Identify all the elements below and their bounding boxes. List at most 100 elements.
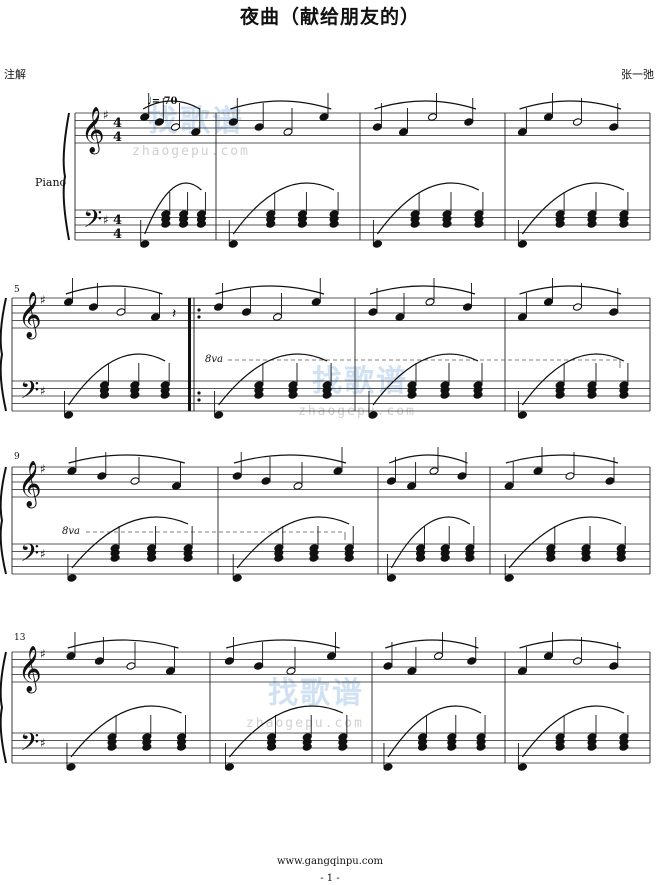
melody-note (609, 308, 619, 316)
chord-note (410, 220, 420, 228)
slur (67, 639, 179, 649)
melody-note (467, 657, 477, 665)
chord-note (178, 220, 189, 228)
composer-name: 张一弛 (621, 68, 654, 81)
slur (374, 100, 477, 110)
melody-note (543, 652, 554, 660)
slur (142, 100, 201, 110)
chord-note (546, 554, 556, 562)
melody-note (319, 113, 329, 121)
ottava-mark-2: 8va (62, 526, 80, 537)
key-sharp: ♯ (103, 213, 109, 227)
chord-note (442, 220, 452, 228)
melody-note (66, 652, 76, 660)
treble-clef: 𝄞 (18, 292, 42, 340)
bass-clef: 𝄢 (83, 205, 102, 240)
watermark-site-2: zhaogepu.com (298, 404, 416, 419)
melody-note (253, 662, 264, 670)
chord-note (266, 220, 276, 228)
chord-note (196, 220, 207, 228)
slur (505, 454, 619, 464)
page-number: - 1 - (320, 873, 340, 884)
slur (236, 516, 350, 569)
slur (385, 639, 479, 649)
bass-note (372, 240, 383, 248)
melody-note (213, 303, 224, 311)
chord-note (329, 220, 339, 228)
slur (68, 454, 185, 464)
bass-note (224, 763, 235, 771)
bass-clef: 𝄢 (20, 539, 39, 574)
bass-note (368, 411, 378, 419)
treble-clef: 𝄞 (81, 107, 105, 155)
chord-note (587, 220, 597, 228)
bass-note (232, 574, 242, 582)
left-annotation: 注解 (4, 68, 26, 81)
chord-note (344, 554, 354, 562)
melody-note (386, 477, 397, 485)
time-sig-num: 4 (113, 116, 122, 131)
chord-note (587, 743, 597, 751)
melody-note (462, 303, 473, 311)
grand-staff-brace (0, 297, 7, 412)
melody-note (504, 482, 514, 490)
grand-staff-brace (62, 112, 70, 241)
key-sharp: ♯ (40, 293, 46, 307)
slur (68, 353, 166, 406)
melody-note (605, 477, 615, 485)
bass-clef: 𝄢 (20, 728, 39, 763)
treble-clef: 𝄞 (18, 461, 42, 509)
melody-note (130, 477, 140, 485)
treble-clef: 𝄞 (18, 646, 42, 694)
slur (232, 182, 335, 235)
slur (369, 285, 476, 295)
melody-note (464, 118, 474, 126)
melody-note (326, 652, 337, 660)
chord-note (587, 391, 597, 399)
quarter-rest: 𝄽 (172, 306, 176, 322)
chord-note (616, 554, 626, 562)
melody-note (609, 123, 619, 131)
grand-staff-brace (0, 651, 7, 764)
bass-note (504, 574, 514, 582)
melody-note (126, 662, 136, 670)
melody-note (565, 472, 575, 480)
melody-note (429, 467, 439, 475)
melody-note (150, 313, 161, 321)
melody-note (427, 113, 438, 121)
melody-note (286, 667, 296, 675)
time-sig-num: 4 (113, 213, 122, 228)
repeat-dot (197, 315, 201, 319)
slur (519, 285, 622, 295)
melody-note (116, 308, 126, 316)
chord-note (474, 220, 484, 228)
melody-note (609, 662, 619, 670)
slur (521, 353, 625, 406)
chord-note (555, 743, 565, 751)
melody-note (395, 313, 405, 321)
slur (228, 705, 344, 758)
key-sharp: ♯ (40, 384, 46, 398)
chord-note (415, 554, 426, 562)
chord-note (338, 743, 348, 751)
melody-note (228, 118, 238, 126)
chord-note (473, 391, 483, 399)
melody-note (88, 303, 99, 311)
measure-number-13: 13 (14, 633, 26, 643)
chord-note (130, 391, 140, 399)
repeat-dot (197, 391, 201, 395)
measure-number-9: 9 (14, 452, 20, 462)
chord-note (110, 554, 120, 562)
melody-note (94, 657, 105, 665)
chord-note (309, 554, 319, 562)
melody-note (272, 313, 283, 321)
repeat-barline-thick (188, 298, 191, 411)
melody-note (457, 472, 467, 480)
melody-note (140, 113, 150, 121)
melody-note (517, 128, 528, 136)
melody-note (398, 128, 409, 136)
chord-note (322, 391, 332, 399)
chord-note (447, 743, 457, 751)
chord-note (254, 391, 264, 399)
melody-note (368, 308, 378, 316)
